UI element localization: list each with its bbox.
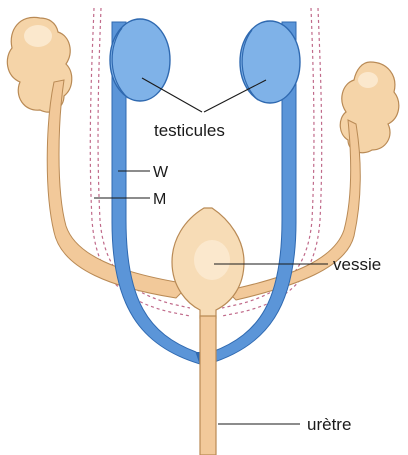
bladder-highlight: [194, 240, 230, 280]
label-urethra: urètre: [307, 415, 351, 434]
label-bladder: vessie: [333, 255, 381, 274]
label-mullerian: M: [153, 191, 166, 208]
bladder-urethra: [172, 208, 244, 455]
label-wolffian: W: [153, 164, 169, 181]
kidney-right-highlight: [358, 72, 378, 88]
testis-right: [240, 21, 300, 103]
urethra-shape: [200, 316, 216, 455]
kidney-right: [340, 62, 399, 153]
label-testes: testicules: [154, 121, 225, 140]
kidney-left-highlight: [24, 25, 52, 47]
